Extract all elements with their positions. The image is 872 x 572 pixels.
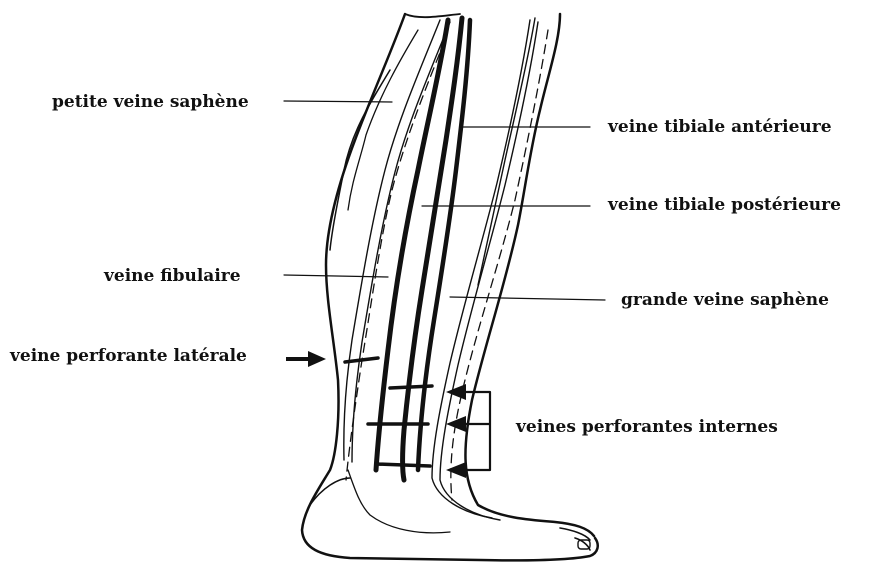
arrow-perforator-2 [446, 416, 466, 432]
label-anterior-tibial: veine tibiale antérieure [608, 117, 832, 137]
arrow-perforator-3 [446, 462, 466, 478]
label-internal-perforators: veines perforantes internes [516, 417, 778, 437]
internal-perforating-vein-3 [376, 464, 430, 466]
ankle-contour [348, 470, 450, 533]
toes [560, 528, 590, 550]
label-small-saphenous: petite veine saphène [52, 92, 249, 112]
label-posterior-tibial: veine tibiale postérieure [608, 195, 841, 215]
knee-contour [405, 14, 460, 17]
label-great-saphenous: grande veine saphène [621, 290, 829, 310]
leg-outline-front [465, 14, 594, 536]
calf-inner-contour [348, 30, 418, 210]
leader-small-saphenous [284, 101, 392, 102]
label-lateral-perforator: veine perforante latérale [10, 346, 247, 366]
arrow-lateral-perforator [286, 351, 326, 367]
leader-fibular [284, 275, 388, 277]
shin-line [478, 18, 535, 285]
anterior-tibial-vein [403, 18, 463, 480]
label-fibular: veine fibulaire [104, 266, 241, 286]
leader-great-saphenous [450, 297, 605, 300]
internal-perforating-vein-1 [390, 386, 432, 388]
arrow-perforator-1 [446, 384, 466, 400]
calf-contour [330, 70, 390, 250]
